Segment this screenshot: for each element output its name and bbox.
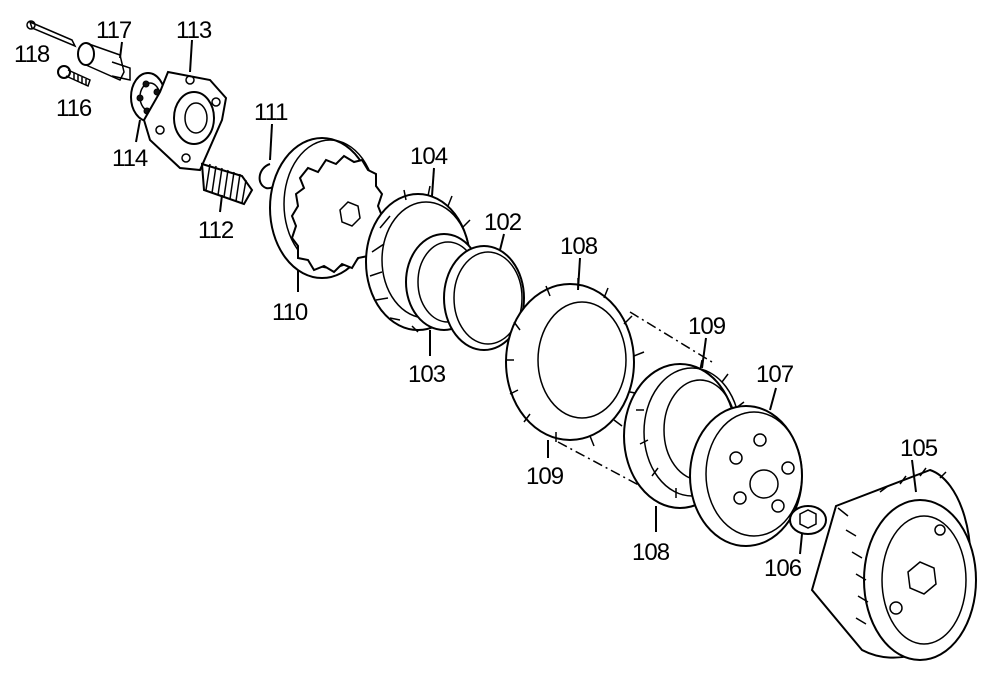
part-116-bolt: [57, 65, 91, 88]
label-108-top: 108: [560, 233, 598, 260]
part-117-shaft: [77, 41, 131, 81]
label-117: 117: [96, 17, 132, 44]
part-112-spring: [200, 162, 254, 213]
part-110-sprocket-plate: [269, 137, 384, 292]
label-107: 107: [756, 361, 794, 388]
part-105-clutch-housing: [810, 459, 977, 661]
label-108-bottom: 108: [632, 539, 670, 566]
part-108-plate-top: [505, 257, 645, 447]
part-107-pressure-plate: [689, 387, 803, 547]
guide-line-top: [629, 311, 713, 363]
label-113: 113: [176, 17, 212, 44]
label-118: 118: [14, 41, 50, 68]
label-106: 106: [764, 555, 802, 582]
label-109-bottom: 109: [526, 463, 564, 490]
label-102: 102: [484, 209, 522, 236]
label-110: 110: [272, 299, 308, 326]
label-114: 114: [112, 145, 148, 172]
label-111: 111: [254, 99, 288, 126]
label-112: 112: [198, 217, 234, 244]
part-118-pin: [26, 20, 77, 48]
part-102-ring: [443, 233, 525, 351]
part-106-washer: [789, 505, 827, 555]
label-104: 104: [410, 143, 448, 170]
label-109-top: 109: [688, 313, 726, 340]
part-labels: 118 117 113 116 114 111 112 104 102 110 …: [14, 17, 939, 582]
label-105: 105: [900, 435, 938, 462]
label-116: 116: [56, 95, 92, 122]
guide-line-bottom: [557, 441, 649, 491]
label-103: 103: [408, 361, 446, 388]
part-113-plate: [142, 39, 228, 172]
